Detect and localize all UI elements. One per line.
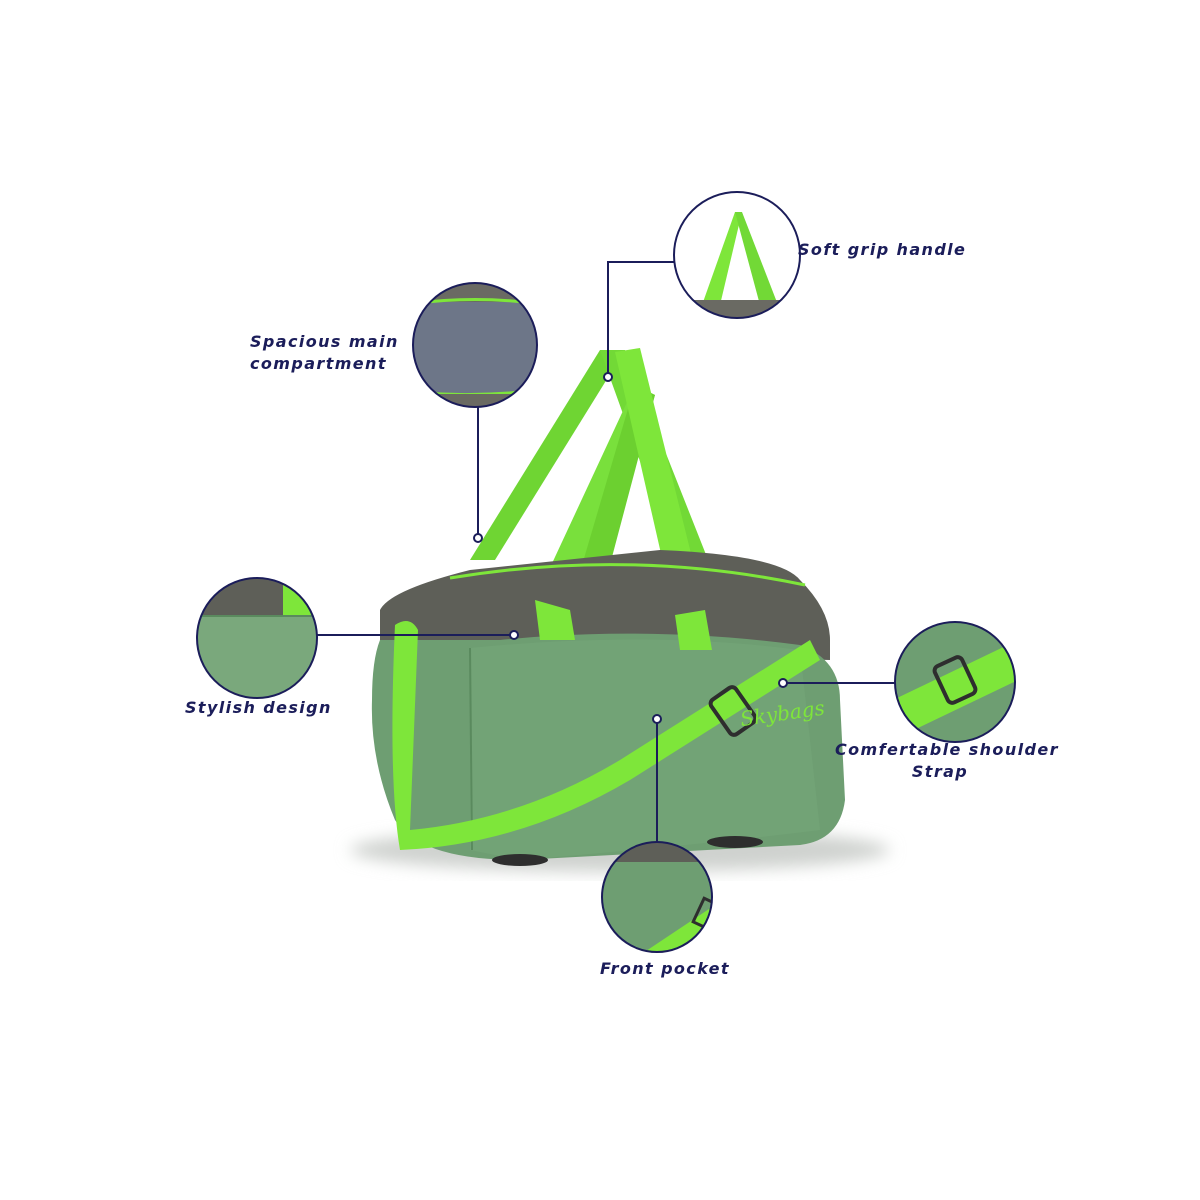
shoulder-detail-image (895, 622, 1015, 742)
compartment-detail-image (413, 283, 537, 407)
callout-label-shoulder: Comfertable shoulder Strap (835, 739, 1059, 783)
callout-label-compartment: Spacious main compartment (250, 331, 399, 375)
callout-label-shoulder-line1: Comfertable shoulder (835, 740, 1059, 759)
callout-label-pocket: Front pocket (600, 959, 730, 978)
callout-label-shoulder-line2: Strap (911, 762, 969, 781)
bag-top (380, 550, 830, 660)
design-detail-image (197, 578, 317, 698)
callout-label-design: Stylish design (185, 698, 332, 717)
callout-dots (473, 372, 788, 724)
callout-label-handle: Soft grip handle (798, 240, 967, 259)
shoulder-strap (392, 621, 820, 850)
callout-lines (317, 261, 895, 842)
callout-label-compartment-line1: Spacious main (250, 332, 399, 351)
callout-label-compartment-line2: compartment (250, 354, 387, 373)
